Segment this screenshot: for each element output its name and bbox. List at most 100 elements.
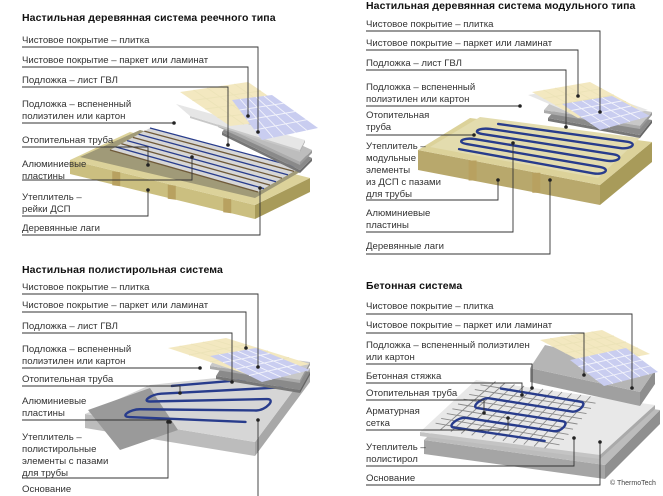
layer-label: для трубы [22,468,68,479]
leader-line [366,49,579,96]
layer-label: Утеплитель – [366,442,426,453]
heating-pipe [457,122,634,175]
foam-layer-side [300,140,305,152]
leader-dot [166,420,170,424]
layer-label: полистирольные [22,444,97,455]
polystyrene-layer-front [420,432,600,459]
foam-layer-low-front [548,118,640,138]
leader-line [22,157,193,181]
tile-layer [210,348,310,382]
foam-layer-low-side [300,372,310,393]
module-top [430,117,640,178]
module-insulation-side [600,142,652,205]
leader-line [22,188,261,236]
layer-label: Чистовое покрытие – паркет или ламинат [22,55,209,66]
layer-label: Подложка – вспененный полиэтилен [366,340,530,351]
layer-label: Подложка – лист ГВЛ [22,321,118,332]
leader-line [366,332,585,375]
tile-layer [562,96,650,130]
leader-dot [244,346,248,350]
gvl-layer-side [300,150,312,165]
concrete-screed-side [640,370,655,406]
layer-label: Утеплитель – [22,432,82,443]
layer-label: сетка [366,418,390,429]
parquet-grid-line [552,335,615,347]
leader-dot [572,436,576,440]
layer-label: Основание [22,484,72,495]
leader-line [366,180,551,255]
panel-1-artwork [22,46,318,236]
leader-line [22,385,181,393]
joist-band [532,172,541,193]
leader-dot [511,141,515,145]
panel-title: Настильная деревянная система модульного… [366,0,636,12]
parquet-grid-line [192,90,262,101]
layer-label: Подложка – лист ГВЛ [366,58,462,69]
copyright-credit: © ThermoTech [610,480,656,487]
tile-grid-line [222,353,270,363]
layer-label: Чистовое покрытие – паркет или ламинат [366,320,553,331]
leader-dot [258,186,262,190]
layer-label: Отопительная труба [366,388,458,399]
leader-dot [256,418,260,422]
concrete-base-front [424,440,605,479]
leader-line [366,30,601,112]
tile-grid-line [254,119,307,131]
rebar-mesh-grid-line [463,398,583,420]
layer-label: Подложка – лист ГВЛ [22,75,118,86]
joist-band [223,198,232,214]
panel-title: Настильная деревянная система реечного т… [22,12,276,24]
leader-dot [630,386,634,390]
layer-label: Подложка – вспененный [366,82,476,93]
layer-label: Подложка – вспененный [22,99,132,110]
concrete-base-side [605,410,660,479]
layer-label: Утеплитель – [366,141,426,152]
layer-label: Основание [366,473,416,484]
layer-label: полистирол [366,454,418,465]
layer-label: или картон [366,352,415,363]
layer-label: Алюминиевые [22,396,87,407]
tile-grid-line [586,359,643,374]
tile-grid-line [235,358,284,370]
tile-grid-line [578,353,635,367]
leader-dot [564,125,568,129]
layer-label: элементы [366,165,411,176]
leader-line [22,190,149,217]
layer-label: пластины [22,171,65,182]
pipe-line [115,146,265,190]
polystyrene-base-top [85,368,310,442]
layer-label: труба [366,122,392,133]
gvl-layer-front [218,124,300,165]
layer-label: пластины [22,408,65,419]
leader-dot [582,373,586,377]
layer-label: Чистовое покрытие – паркет или ламинат [366,38,553,49]
leader-dot [178,391,182,395]
leader-dot [598,440,602,444]
leader-line [366,313,633,388]
layer-label: рейки ДСП [22,204,71,215]
leader-dot [576,94,580,98]
rebar-mesh-grid-line [441,417,565,441]
leader-line [22,46,259,132]
leader-line [366,382,523,395]
layer-label: Чистовое покрытие – плитка [22,282,150,293]
tile-grid-line [248,364,297,376]
parquet-grid-line [564,341,627,354]
layer-label: Чистовое покрытие – плитка [366,301,494,312]
layer-label: полиэтилен или картон [22,111,126,122]
panel-4-artwork [366,313,660,486]
layer-label: Отопительная [366,110,430,121]
leader-dot [256,365,260,369]
concrete-screed-front [530,368,640,406]
leader-line [366,418,509,431]
leader-dot [496,178,500,182]
rack-line [121,143,271,186]
leader-line [22,311,247,348]
panel-title: Настильная полистирольная система [22,264,223,276]
foam-layer-low-side [640,120,652,138]
tile-grid-line [239,102,284,111]
leader-dot [548,178,552,182]
foam-layer-low-front [216,376,300,393]
leader-line [22,66,249,116]
